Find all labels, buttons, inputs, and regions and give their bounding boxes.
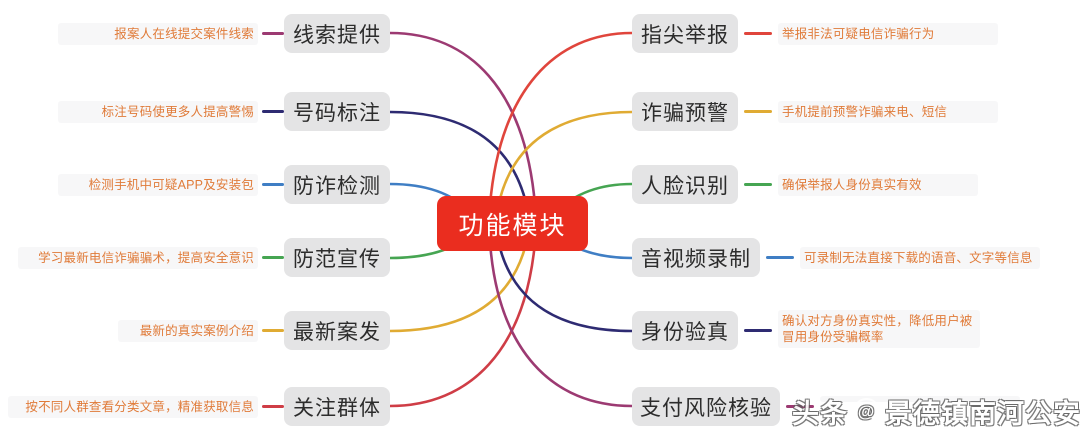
stub-left-1 (262, 32, 284, 35)
edge-left-2 (388, 110, 529, 209)
topic-right-3[interactable]: 人脸识别 (632, 165, 738, 204)
stub-left-6 (262, 405, 284, 408)
topic-label: 防诈检测 (293, 174, 381, 198)
edge-right-5 (496, 238, 634, 333)
topic-right-5[interactable]: 身份验真 (632, 311, 738, 350)
leaf-left-4[interactable]: 学习最新电信诈骗骗术，提高安全意识 (18, 247, 258, 269)
topic-left-3[interactable]: 防诈检测 (284, 165, 390, 204)
leaf-label: 检测手机中可疑APP及安装包 (88, 178, 254, 192)
edge-left-6 (388, 240, 537, 408)
topic-right-4[interactable]: 音视频录制 (632, 238, 760, 277)
topic-label: 支付风险核验 (640, 396, 772, 420)
leaf-label: 可录制无法直接下载的语音、文字等信息 (804, 251, 1033, 265)
stub-right-4 (766, 256, 794, 259)
topic-label: 指尖举报 (641, 23, 729, 47)
stub-right-6 (786, 405, 814, 408)
leaf-right-3[interactable]: 确保举报人身份真实有效 (778, 174, 978, 196)
leaf-left-2[interactable]: 标注号码使更多人提高警惕 (58, 101, 258, 123)
topic-label: 音视频录制 (641, 247, 751, 271)
edge-right-6 (488, 240, 634, 408)
stub-left-5 (262, 329, 284, 332)
root-node-label: 功能模块 (458, 211, 567, 240)
leaf-label: 标注号码使更多人提高警惕 (101, 105, 254, 119)
leaf-label: 确保举报人身份真实有效 (782, 178, 922, 192)
leaf-left-3[interactable]: 检测手机中可疑APP及安装包 (58, 174, 258, 196)
leaf-right-6[interactable] (820, 396, 1020, 402)
stub-left-3 (262, 183, 284, 186)
leaf-right-5[interactable]: 确认对方身份真实性，降低用户被冒用身份受骗概率 (778, 310, 980, 348)
topic-left-2[interactable]: 号码标注 (284, 92, 390, 131)
leaf-label: 手机提前预警诈骗来电、短信 (782, 105, 948, 119)
stub-right-3 (744, 183, 772, 186)
leaf-right-4[interactable]: 可录制无法直接下载的语音、文字等信息 (800, 247, 1040, 269)
topic-label: 诈骗预警 (641, 101, 729, 125)
topic-label: 人脸识别 (641, 174, 729, 198)
leaf-label: 举报非法可疑电信诈骗行为 (782, 27, 935, 41)
stub-right-1 (744, 32, 772, 35)
leaf-label: 学习最新电信诈骗骗术，提高安全意识 (38, 251, 254, 265)
edge-left-1 (388, 31, 537, 207)
leaf-label: 最新的真实案例介绍 (139, 324, 254, 338)
leaf-right-2[interactable]: 手机提前预警诈骗来电、短信 (778, 101, 998, 123)
topic-label: 线索提供 (293, 23, 381, 47)
topic-right-2[interactable]: 诈骗预警 (632, 92, 738, 131)
topic-label: 最新案发 (293, 320, 381, 344)
topic-label: 关注群体 (293, 396, 381, 420)
leaf-left-6[interactable]: 按不同人群查看分类文章，精准获取信息 (8, 396, 258, 418)
topic-label: 防范宣传 (293, 247, 381, 271)
at-icon: @ (853, 398, 880, 425)
topic-right-6[interactable]: 支付风险核验 (632, 387, 780, 426)
stub-left-2 (262, 110, 284, 113)
stub-right-5 (744, 329, 772, 332)
stub-right-2 (744, 110, 772, 113)
topic-left-6[interactable]: 关注群体 (284, 387, 390, 426)
topic-left-5[interactable]: 最新案发 (284, 311, 390, 350)
leaf-right-1[interactable]: 举报非法可疑电信诈骗行为 (778, 23, 998, 45)
leaf-left-5[interactable]: 最新的真实案例介绍 (118, 320, 258, 342)
edge-right-2 (496, 110, 634, 209)
topic-right-1[interactable]: 指尖举报 (632, 14, 738, 53)
topic-left-1[interactable]: 线索提供 (284, 14, 390, 53)
edge-left-5 (388, 238, 529, 333)
leaf-left-1[interactable]: 报案人在线提交案件线索 (58, 23, 258, 45)
leaf-label: 报案人在线提交案件线索 (114, 27, 254, 41)
stub-left-4 (262, 256, 284, 259)
topic-label: 身份验真 (641, 320, 729, 344)
edge-right-1 (488, 31, 634, 207)
topic-label: 号码标注 (293, 101, 381, 125)
leaf-label: 按不同人群查看分类文章，精准获取信息 (25, 400, 254, 414)
leaf-label: 确认对方身份真实性，降低用户被冒用身份受骗概率 (782, 314, 973, 344)
root-node[interactable]: 功能模块 (437, 196, 588, 251)
topic-left-4[interactable]: 防范宣传 (284, 238, 390, 277)
